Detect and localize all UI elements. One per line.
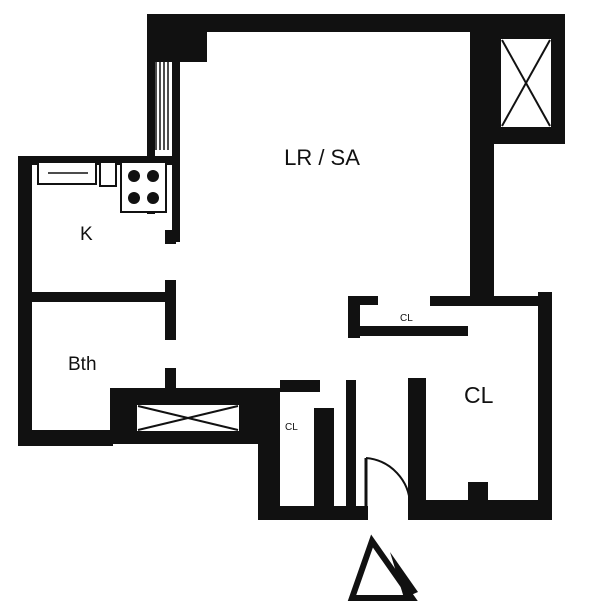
left-wall-upper: [172, 14, 180, 242]
burner: [147, 170, 159, 182]
entry-closet-right-wall: [346, 380, 356, 510]
entry-left-wall: [258, 388, 280, 520]
closet-top-right-wall: [430, 296, 550, 306]
room-label-living: LR / SA: [284, 145, 360, 170]
closet-large-left-wall: [408, 378, 426, 520]
entry-top-wall: [280, 380, 320, 392]
north-arrow-icon: [347, 534, 418, 601]
window-hatching: [155, 62, 169, 150]
arrow-shadow: [390, 552, 418, 598]
room-label-closet-entry: CL: [285, 422, 298, 433]
closet-bottom-wall: [348, 326, 468, 336]
top-wall: [147, 14, 565, 32]
stove: [120, 161, 167, 213]
shaft-top-right: [470, 14, 565, 144]
kitchen-walls: [18, 156, 180, 446]
kitchen-cabinet: [99, 161, 117, 187]
room-label-bath: Bth: [68, 354, 97, 375]
left-stub-wall: [147, 14, 155, 214]
closet-small-top-walls: [348, 296, 550, 338]
shaft-bottom: [110, 388, 278, 444]
kitchen-fixtures: [37, 161, 167, 213]
room-label-closet-large: CL: [464, 382, 494, 408]
shaft-x-line-2: [501, 39, 551, 127]
bath-bottom-wall: [18, 430, 113, 446]
closet-large-walls: [408, 292, 552, 520]
kitchen-top-wall: [18, 156, 180, 165]
kitchen-bath-divider: [165, 280, 176, 340]
kitchen-bath-wall: [18, 292, 176, 302]
room-label-kitchen: K: [80, 224, 93, 245]
burner: [147, 192, 159, 204]
arrow-triangle-outline: [347, 534, 418, 601]
bath-right-wall-stub: [165, 368, 176, 392]
burner: [128, 192, 140, 204]
burner: [128, 170, 140, 182]
closet-top-left-wall: [348, 296, 378, 305]
closet-large-bottom-wall: [408, 500, 552, 520]
door-swing-arc: [365, 457, 411, 506]
entry-bottom-wall: [258, 506, 368, 520]
closet-large-post: [468, 482, 488, 504]
entry-door: [364, 457, 411, 508]
room-label-closet-small-top: CL: [400, 313, 413, 324]
kitchen-divider-upper: [165, 230, 176, 244]
shaft-bottom-x-2: [137, 405, 239, 431]
entry-walls: [258, 380, 368, 520]
outer-right-wall: [538, 292, 552, 520]
entry-closet-divider: [314, 408, 334, 508]
bath-walls: [18, 368, 176, 446]
